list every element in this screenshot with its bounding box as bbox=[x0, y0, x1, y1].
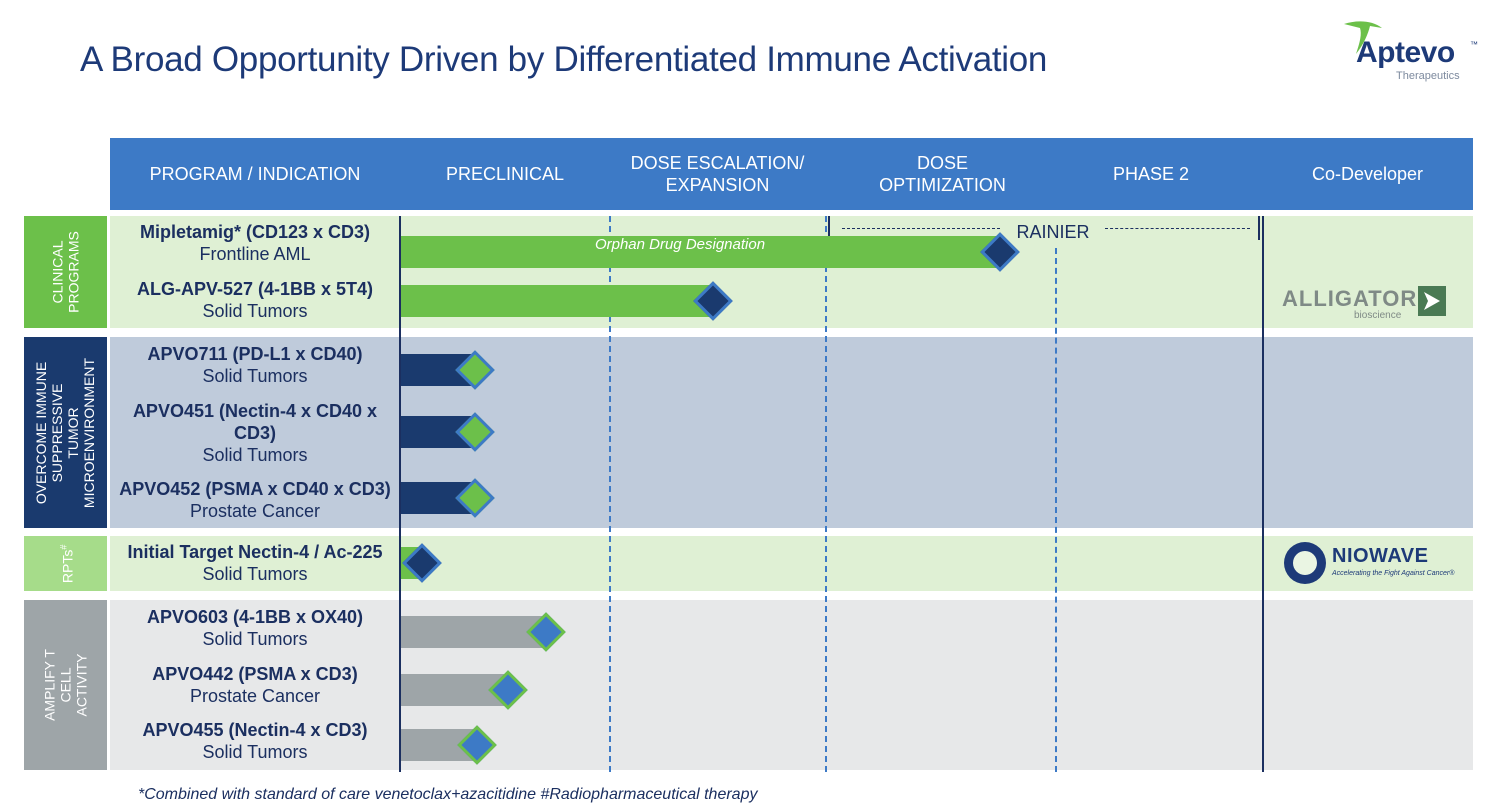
program-label: ALG-APV-527 (4-1BB x 5T4) Solid Tumors bbox=[110, 278, 400, 322]
program-indication: Solid Tumors bbox=[202, 366, 308, 386]
header-codeveloper: Co-Developer bbox=[1311, 164, 1424, 184]
header-preclinical: PRECLINICAL bbox=[445, 164, 565, 184]
logo-name: Aptevo bbox=[1356, 36, 1455, 69]
program-label: APVO603 (4-1BB x OX40) Solid Tumors bbox=[110, 606, 400, 650]
program-indication: Solid Tumors bbox=[202, 445, 308, 465]
program-indication: Solid Tumors bbox=[202, 629, 308, 649]
niowave-tagline: Accelerating the Fight Against Cancer® bbox=[1332, 570, 1455, 577]
group-label-rpts: RPTs# bbox=[56, 522, 76, 605]
rainier-label: RAINIER bbox=[1003, 216, 1103, 248]
group-bg-rpts bbox=[110, 536, 1473, 591]
footnote: *Combined with standard of care venetocl… bbox=[138, 786, 758, 803]
rainier-bracket-right bbox=[1258, 216, 1260, 240]
program-label: APVO452 (PSMA x CD40 x CD3) Prostate Can… bbox=[110, 478, 400, 522]
program-name: APVO452 (PSMA x CD40 x CD3) bbox=[119, 479, 391, 499]
header-dose-escalation: DOSE ESCALATION/ EXPANSION bbox=[630, 153, 805, 195]
logo-trademark: ™ bbox=[1470, 40, 1478, 49]
divider-dose-optimization bbox=[825, 216, 827, 772]
rainier-bracket-line-left bbox=[842, 228, 1000, 229]
program-indication: Solid Tumors bbox=[202, 742, 308, 762]
alligator-name: ALLIGATOR bbox=[1282, 286, 1418, 311]
rainier-bracket-line-right bbox=[1105, 228, 1250, 229]
program-indication: Solid Tumors bbox=[202, 564, 308, 584]
group-tab-clinical: CLINICAL PROGRAMS bbox=[24, 216, 107, 328]
program-name: APVO442 (PSMA x CD3) bbox=[152, 664, 358, 684]
program-name: APVO455 (Nectin-4 x CD3) bbox=[142, 720, 368, 740]
program-name: APVO711 (PD-L1 x CD40) bbox=[147, 344, 363, 364]
program-name: Mipletamig* (CD123 x CD3) bbox=[139, 222, 371, 242]
group-label-rpts-sup: # bbox=[58, 544, 69, 550]
alligator-logo: ALLIGATOR bioscience bbox=[1282, 286, 1452, 322]
divider-preclinical-start bbox=[399, 216, 401, 772]
group-bg-overcome bbox=[110, 337, 1473, 528]
rainier-bracket-left bbox=[828, 216, 830, 240]
program-label: Mipletamig* (CD123 x CD3) Frontline AML bbox=[110, 221, 400, 265]
program-indication: Prostate Cancer bbox=[189, 501, 321, 521]
program-label: APVO442 (PSMA x CD3) Prostate Cancer bbox=[110, 663, 400, 707]
progress-bar bbox=[401, 616, 546, 648]
niowave-logo: NIOWAVE Accelerating the Fight Against C… bbox=[1284, 542, 1459, 586]
page-title: A Broad Opportunity Driven by Differenti… bbox=[80, 40, 1048, 79]
orphan-drug-label: Orphan Drug Designation bbox=[594, 236, 766, 253]
divider-phase2 bbox=[1055, 248, 1057, 772]
header-dose-optimization: DOSE OPTIMIZATION bbox=[879, 153, 1006, 195]
program-indication: Prostate Cancer bbox=[189, 686, 321, 706]
progress-bar bbox=[401, 236, 1000, 268]
group-tab-amplify: AMPLIFY T CELL ACTIVITY bbox=[24, 600, 107, 770]
pipeline-header: PROGRAM / INDICATION PRECLINICAL DOSE ES… bbox=[110, 138, 1473, 210]
header-phase2: PHASE 2 bbox=[1112, 164, 1190, 184]
divider-codeveloper bbox=[1262, 216, 1264, 772]
program-name: APVO603 (4-1BB x OX40) bbox=[146, 607, 364, 627]
alligator-subtitle: bioscience bbox=[1354, 310, 1402, 321]
aptevo-logo: Aptevo ™ Therapeutics bbox=[1342, 16, 1482, 86]
niowave-circle-icon bbox=[1284, 542, 1326, 584]
program-name: ALG-APV-527 (4-1BB x 5T4) bbox=[136, 279, 374, 299]
progress-bar bbox=[401, 285, 713, 317]
group-label-clinical: CLINICAL PROGRAMS bbox=[49, 231, 82, 313]
divider-dose-escalation bbox=[609, 216, 611, 772]
group-tab-overcome: OVERCOME IMMUNE SUPPRESSIVE TUMOR MICROE… bbox=[24, 337, 107, 528]
group-label-overcome: OVERCOME IMMUNE SUPPRESSIVE TUMOR MICROE… bbox=[33, 357, 98, 508]
group-bg-amplify bbox=[110, 600, 1473, 770]
program-label: Initial Target Nectin-4 / Ac-225 Solid T… bbox=[110, 541, 400, 585]
swoosh-mark-icon bbox=[1344, 21, 1382, 55]
program-indication: Solid Tumors bbox=[202, 301, 308, 321]
niowave-name: NIOWAVE bbox=[1332, 545, 1429, 567]
program-label: APVO711 (PD-L1 x CD40) Solid Tumors bbox=[110, 343, 400, 387]
group-tab-rpts: RPTs# bbox=[24, 536, 107, 591]
group-label-rpts-text: RPTs bbox=[59, 549, 76, 583]
program-name: Initial Target Nectin-4 / Ac-225 bbox=[127, 542, 383, 562]
program-label: APVO451 (Nectin-4 x CD40 x CD3) Solid Tu… bbox=[110, 400, 400, 466]
header-program: PROGRAM / INDICATION bbox=[149, 164, 361, 184]
program-indication: Frontline AML bbox=[199, 244, 311, 264]
program-label: APVO455 (Nectin-4 x CD3) Solid Tumors bbox=[110, 719, 400, 763]
group-label-amplify: AMPLIFY T CELL ACTIVITY bbox=[41, 649, 90, 721]
program-name: APVO451 (Nectin-4 x CD40 x CD3) bbox=[132, 401, 378, 443]
alligator-arrow-icon bbox=[1418, 286, 1446, 316]
logo-subtitle: Therapeutics bbox=[1396, 70, 1460, 82]
group-bg-clinical bbox=[110, 216, 1473, 328]
